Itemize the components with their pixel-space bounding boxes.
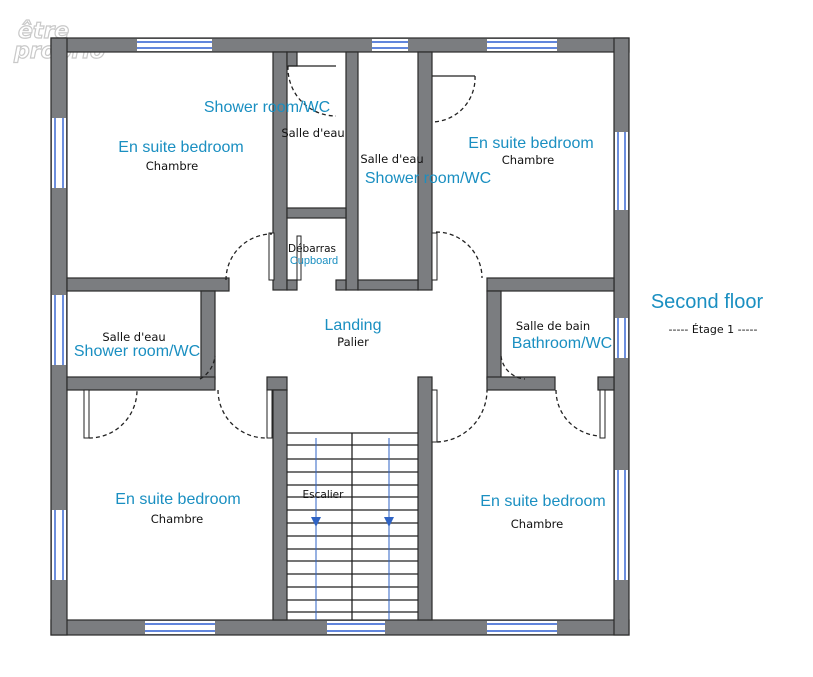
label-cupboard-en: Cupboard (290, 255, 338, 267)
stair-arrow-down-icon (311, 517, 321, 527)
wall-shower-left-east (200, 290, 216, 380)
wall-shower-tl-east (345, 51, 359, 291)
window-left-1 (52, 118, 66, 188)
label-bedroom-bl-fr: Chambre (151, 512, 203, 526)
label-bedroom-tr-fr: Chambre (502, 153, 554, 167)
wall-shower-tr-east (417, 51, 433, 291)
label-bathroom-fr: Salle de bain (516, 319, 590, 333)
window-right-3 (615, 470, 628, 580)
logo-line-1: être (18, 19, 69, 44)
door-swing-bedroom-br-2 (555, 389, 601, 437)
wall-bedroom-tl-east (272, 51, 288, 291)
door-swing-shower-left (199, 355, 216, 380)
wall-cupboard-stub-b (335, 279, 347, 291)
wall-stair-west (272, 389, 288, 621)
wall-stub-bl (266, 376, 288, 391)
door-leaf-bedroom-bl-2 (266, 389, 273, 439)
label-shower-tl-en: Shower room/WC (204, 99, 330, 116)
wall-shower-left-south (66, 376, 216, 391)
door-swing-bedroom-tr (435, 231, 483, 279)
label-shower-tr-en: Shower room/WC (365, 170, 491, 187)
label-landing-en: Landing (325, 317, 382, 334)
window-top-3 (487, 39, 557, 51)
window-left-2 (52, 295, 66, 365)
wall-shower-tr-south (357, 279, 419, 291)
door-swing-shower-tr (431, 75, 476, 123)
window-left-3 (52, 510, 66, 580)
door-leaf-cupboard (296, 235, 302, 281)
label-bedroom-br-en: En suite bedroom (480, 493, 605, 510)
door-leaf-bedroom-bl-1 (83, 389, 90, 439)
label-bedroom-tr-en: En suite bedroom (468, 135, 593, 152)
door-swing-bedroom-tl (225, 233, 273, 281)
label-bedroom-br-fr: Chambre (511, 517, 563, 531)
label-shower-tr-fr: Salle d'eau (360, 152, 423, 166)
wall-cupboard-north (286, 207, 347, 219)
label-shower-left-en: Shower room/WC (74, 343, 200, 360)
door-leaf-bedroom-br-2 (599, 389, 606, 439)
label-bathroom-en: Bathroom/WC (512, 335, 612, 352)
label-bedroom-tl-en: En suite bedroom (118, 139, 243, 156)
door-swing-bedroom-bl-2 (217, 389, 268, 439)
wall-bedroom-tr-south (486, 277, 615, 292)
window-right-1 (615, 132, 628, 210)
label-bedroom-tl-fr: Chambre (146, 159, 198, 173)
label-cupboard-fr: Débarras (288, 243, 336, 255)
label-shower-tl-fr: Salle d'eau (281, 126, 344, 140)
wall-cupboard-stub-a (286, 279, 298, 291)
window-bottom-3 (487, 621, 557, 634)
wall-shower-tl-stub (286, 51, 298, 67)
door-swing-bathroom (500, 355, 526, 380)
wall-bathroom-west (486, 290, 502, 380)
windows (52, 39, 628, 634)
door-swing-bedroom-br-1 (436, 389, 488, 443)
window-right-2 (615, 318, 628, 358)
door-leaf-bedroom-tr (431, 232, 438, 281)
window-top-1 (137, 39, 212, 51)
wall-bathroom-south-stub (597, 376, 615, 391)
label-bedroom-bl-en: En suite bedroom (115, 491, 240, 508)
stair-arrow-down-icon (384, 517, 394, 527)
door-leaf-bedroom-tl (268, 232, 275, 281)
door-swing-bedroom-bl-1 (88, 389, 138, 439)
label-stairs-fr: Escalier (303, 489, 345, 501)
doors (83, 65, 606, 443)
label-landing-fr: Palier (337, 335, 369, 349)
window-bottom-1 (145, 621, 215, 634)
wall-bathroom-south (486, 376, 556, 391)
door-swing-shower-tl (287, 65, 337, 117)
door-leaf-bedroom-br-1 (431, 389, 438, 443)
room-labels: En suite bedroom Chambre Shower room/WC … (74, 99, 612, 531)
floor-title-en: Second floor (651, 291, 764, 313)
wall-bedroom-tl-south (66, 277, 230, 292)
window-bottom-2 (327, 621, 385, 634)
window-top-2 (372, 39, 408, 51)
label-shower-left-fr: Salle d'eau (102, 330, 165, 344)
floor-title-fr: ----- Étage 1 ----- (669, 323, 758, 336)
floor-title: Second floor ----- Étage 1 ----- (651, 291, 764, 336)
wall-stair-east (417, 376, 433, 621)
staircase (287, 432, 418, 620)
